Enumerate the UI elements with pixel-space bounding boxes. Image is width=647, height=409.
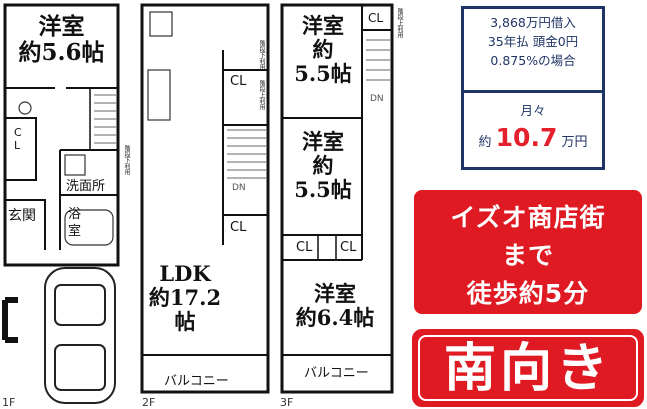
floor1-bath-label: 浴 室 — [68, 207, 82, 239]
loan-principal: 3,868万円借入 — [490, 15, 576, 30]
south-facing-badge: 南向き — [412, 329, 644, 407]
floor2-stairs — [227, 129, 266, 179]
access-line-2: まで — [501, 241, 554, 270]
floor2-stair-dn: DN — [232, 183, 246, 193]
loan-monthly-amount: 10.7 — [495, 123, 558, 152]
access-badge: イズオ商店街 まで 徒歩約5分 — [412, 188, 644, 316]
floor2-label: 2F — [142, 396, 156, 409]
floor2-stair-note-a: 階段下利用 — [258, 40, 265, 70]
loan-panel: 3,868万円借入 35年払 頭金0円 0.875%の場合 月々 約 10.7 … — [461, 6, 605, 170]
floor2-closet-upper: CL — [230, 74, 247, 89]
access-line-1: イズオ商店街 — [450, 203, 606, 232]
floor3-stair-dn: DN — [370, 94, 384, 104]
loan-terms: 3,868万円借入 35年払 頭金0円 0.875%の場合 — [464, 9, 602, 93]
floor2-closet-lower: CL — [230, 220, 247, 235]
floor1-stair-note: 階段下利用 — [123, 145, 130, 175]
floor2-balcony-label: バルコニー — [164, 374, 229, 389]
floor1-stairs — [94, 94, 116, 144]
floor3-room-a-label: 洋室 約 5.5帖 — [294, 13, 352, 87]
loan-monthly-label: 月々 — [520, 103, 546, 118]
floor2-walls — [140, 3, 270, 394]
floor3-closet-top: CL — [368, 11, 384, 25]
floor2-ldk-label: LDK 約17.2帖 — [148, 261, 222, 335]
loan-approx: 約 — [478, 135, 492, 150]
access-line-3: 徒歩約5分 — [466, 279, 590, 308]
floor3-closet-mid-left: CL — [296, 240, 313, 255]
loan-rate: 0.875%の場合 — [490, 53, 576, 68]
floor1-room-label: 洋室 約5.6帖 — [18, 13, 105, 67]
floor2-stair-note-b: 階段上利用 — [258, 80, 265, 110]
loan-unit: 万円 — [561, 135, 588, 150]
south-facing-text: 南向き — [443, 339, 612, 399]
floor3-stair-note: 階段上利用 — [396, 8, 403, 38]
loan-term: 35年払 頭金0円 — [487, 34, 579, 49]
floor3-closet-mid-right: CL — [340, 240, 357, 255]
floor3-room-c-label: 洋室 約6.4帖 — [295, 281, 375, 331]
floor3-label: 3F — [280, 396, 294, 409]
floor3-stairs — [366, 39, 390, 81]
floor1-walls — [3, 3, 120, 267]
car-outline — [44, 267, 116, 404]
south-facing-border — [418, 335, 638, 401]
floor1-washroom-label: 洗面所 — [66, 179, 106, 194]
loan-amount-line: 約 10.7 万円 — [464, 123, 602, 152]
floor1-closet-label: C L — [14, 126, 22, 153]
floor1-label: 1F — [2, 396, 16, 409]
floor3-room-b-label: 洋室 約 5.5帖 — [294, 129, 352, 203]
floor-plan-drawing — [2, 3, 394, 404]
floor1-entrance-label: 玄関 — [8, 208, 36, 224]
floor3-walls — [280, 3, 394, 394]
loan-monthly-box: 月々 約 10.7 万円 — [464, 93, 602, 167]
floor3-balcony-label: バルコニー — [304, 366, 369, 381]
